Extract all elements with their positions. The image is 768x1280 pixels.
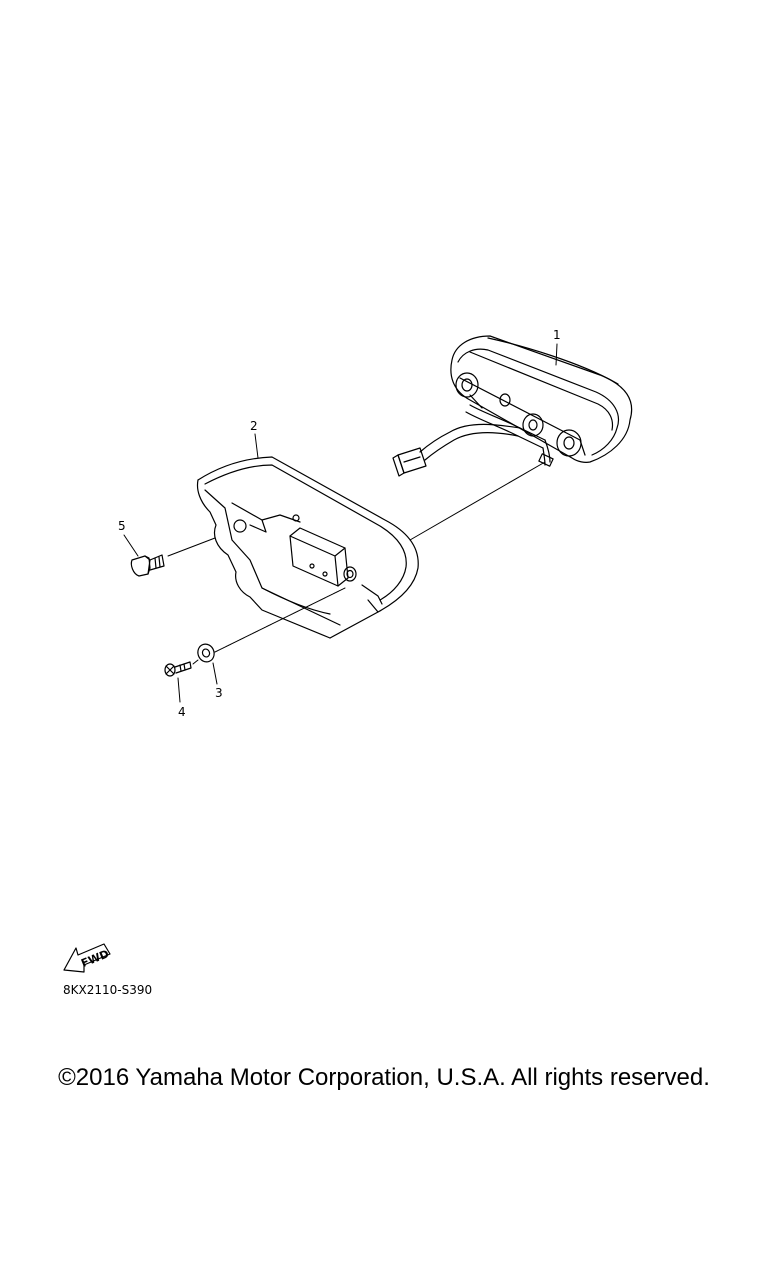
callout-4: 4: [178, 705, 186, 719]
copyright-notice: ©2016 Yamaha Motor Corporation, U.S.A. A…: [58, 1064, 710, 1091]
fwd-arrow-icon: [63, 943, 111, 973]
diagram-code: 8KX2110-S390: [63, 983, 153, 997]
fwd-label: FWD: [79, 947, 111, 970]
screw: [164, 661, 192, 677]
bolt: [130, 554, 165, 577]
leader-lines: [123, 343, 558, 703]
tail-light-assembly: [392, 335, 633, 477]
callout-2: 2: [250, 419, 258, 433]
tail-light-cover: [196, 456, 419, 639]
callout-5: 5: [118, 519, 126, 533]
washer: [197, 643, 215, 663]
assembly-lines: [167, 461, 546, 665]
callout-3: 3: [215, 686, 223, 700]
callout-1: 1: [553, 328, 561, 342]
